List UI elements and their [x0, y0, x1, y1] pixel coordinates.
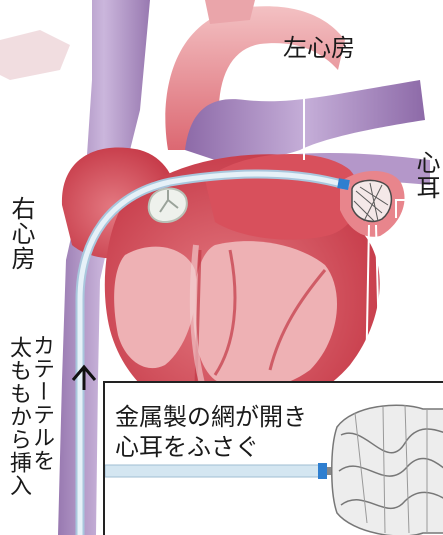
label-right-atrium: 右心房	[7, 196, 35, 271]
inset-catheter-tip	[318, 463, 327, 479]
left-atrium-shape	[205, 153, 360, 240]
label-appendage: 心耳	[412, 150, 440, 200]
mesh-occluder-icon	[351, 179, 393, 223]
up-arrow-icon	[71, 364, 97, 390]
valve	[147, 187, 188, 224]
leader-appendage	[395, 199, 407, 218]
inset-mesh-occluder-icon	[331, 404, 443, 535]
aorta-top	[205, 0, 255, 24]
inset-caption-line2: 心耳をふさぐ	[115, 433, 259, 461]
vessel-background-left	[0, 30, 70, 80]
label-catheter-line2: 太ももから挿入	[6, 336, 31, 497]
label-catheter-line1: カテーテルを	[29, 334, 54, 472]
left-ventricle	[193, 241, 337, 390]
leader-inset-right	[375, 224, 381, 383]
inset-caption-line1: 金属製の網が開き	[115, 403, 307, 431]
right-ventricle	[114, 246, 197, 369]
septum	[189, 244, 208, 396]
inset-catheter	[105, 464, 321, 478]
catheter-tip	[337, 178, 350, 190]
inset-illustration	[105, 404, 443, 535]
inset-panel: 金属製の網が開き 心耳をふさぐ	[103, 381, 443, 535]
leader-inset-left	[365, 224, 370, 383]
label-left-atrium: 左心房	[283, 34, 355, 62]
